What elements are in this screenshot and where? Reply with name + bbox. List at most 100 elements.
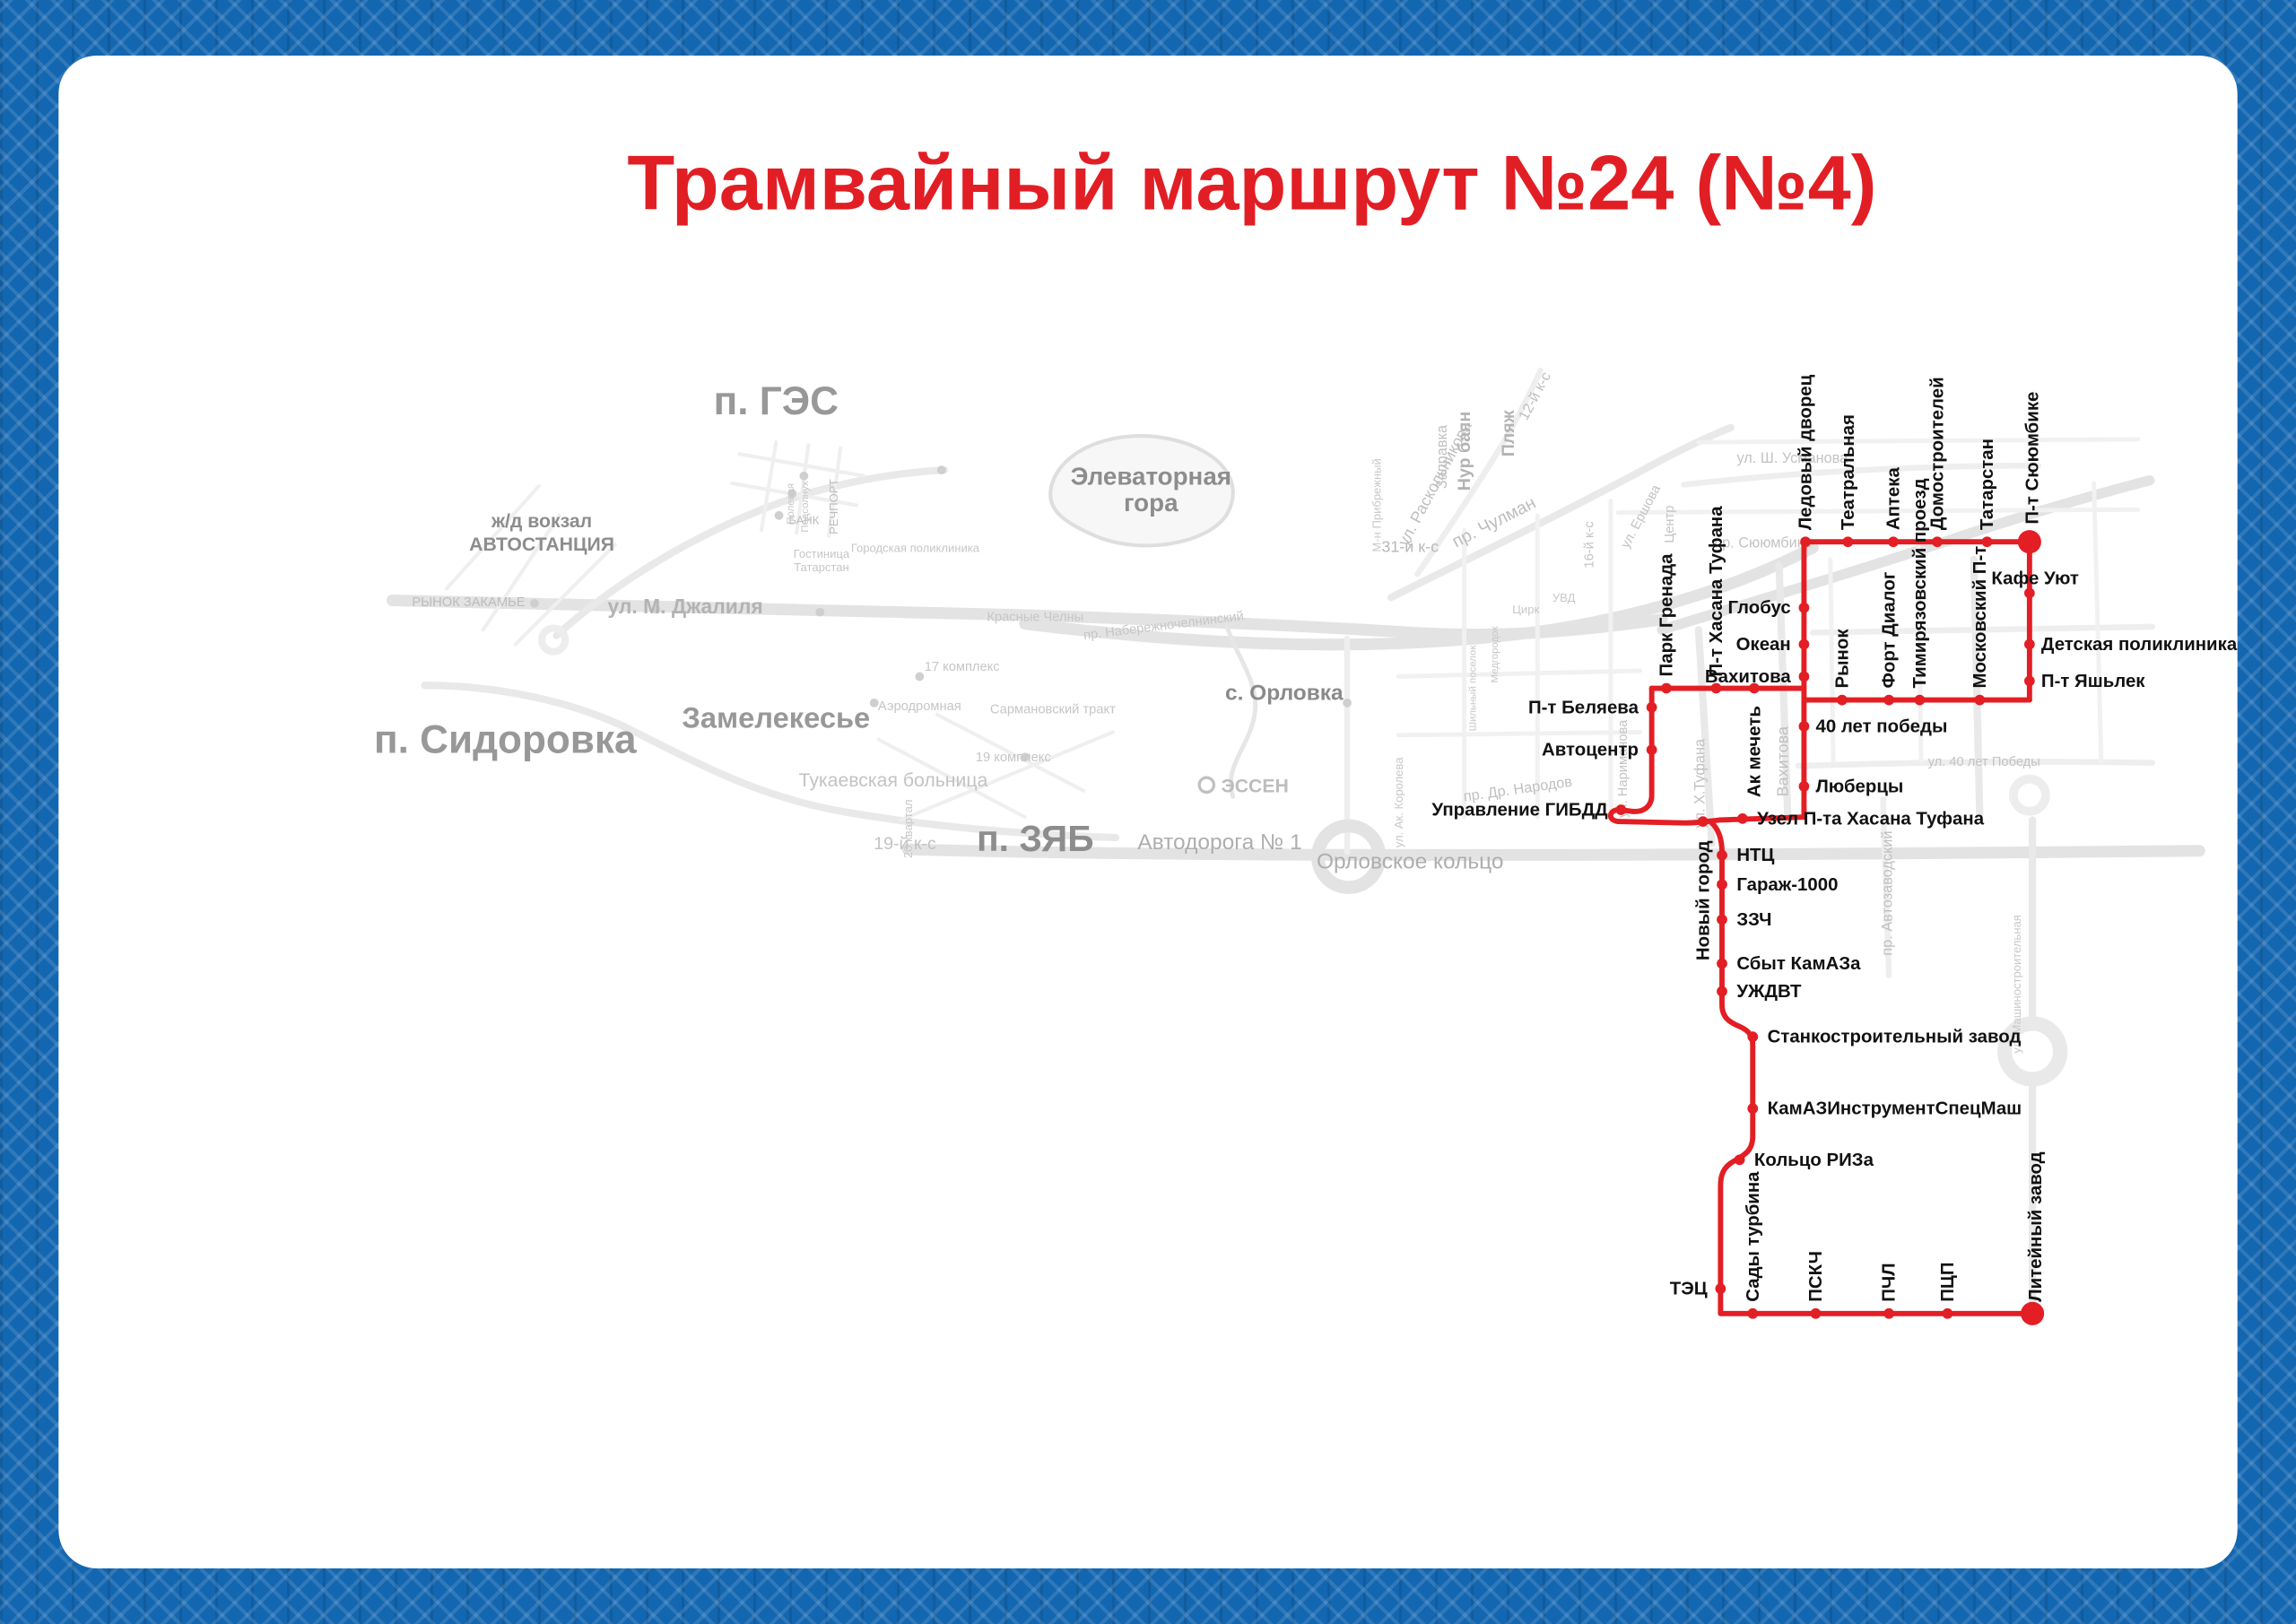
- stop-dot: [1717, 958, 1727, 969]
- area-label: ж/д вокзал: [491, 511, 592, 532]
- area-label: Красные Челны: [987, 610, 1083, 624]
- stop-label: Литейный завод: [2026, 1151, 2046, 1301]
- stop-label: Станкостроительный завод: [1768, 1028, 2022, 1047]
- area-label: Гостиница: [794, 547, 850, 560]
- stop-label: Сады турбина: [1744, 1171, 1763, 1302]
- terminus-dot: [2021, 1301, 2045, 1325]
- stop-dot: [1842, 536, 1854, 548]
- stop-dot: [1646, 701, 1657, 713]
- area-label: Элеваторная: [1071, 463, 1231, 491]
- area-label: 16-й к-с: [1582, 521, 1596, 568]
- area-label: ЭССЕН: [1222, 776, 1289, 796]
- stop-dot: [1942, 1307, 1953, 1319]
- area-label: 17 комплекс: [925, 660, 1000, 674]
- stop-label: П-т Беляева: [1528, 698, 1639, 717]
- stop-dot: [1717, 879, 1727, 890]
- stop-label: ЗЗЧ: [1736, 910, 1771, 930]
- area-label: ул. Ак. Королева: [1392, 757, 1405, 848]
- stop-dot: [1717, 914, 1727, 925]
- area-label: АВТОСТАНЦИЯ: [469, 534, 614, 555]
- stop-label: ПСКЧ: [1806, 1251, 1826, 1302]
- page-title: Трамвайный маршрут №24 (№4): [627, 141, 1876, 227]
- stop-dot: [1717, 986, 1727, 997]
- stop-dot: [1798, 671, 1810, 682]
- stop-dot: [1710, 682, 1722, 694]
- stop-label: Люберцы: [1815, 777, 1903, 796]
- stop-label: УЖДВТ: [1736, 982, 1802, 1002]
- area-label: ул. 40 лет Победы: [1928, 755, 2040, 769]
- area-label: 19 комплекс: [976, 751, 1051, 765]
- area-label: Цирк: [1512, 603, 1539, 616]
- stop-label: П-т Сююмбике: [2023, 392, 2043, 525]
- area-label: 31-й к-с: [1381, 538, 1439, 556]
- stop-dot: [1747, 1307, 1759, 1319]
- area-label: Аэродромная: [878, 699, 961, 714]
- area-label: УВД: [1552, 591, 1576, 604]
- stop-dot: [2023, 638, 2035, 650]
- stop-label: КамАЗИнструментСпецМаш: [1768, 1099, 2022, 1119]
- stop-label: Детская поликлиника: [2041, 635, 2238, 655]
- stop-label: Театральная: [1839, 414, 1858, 530]
- river-line: [1224, 624, 1258, 799]
- street-stop-dots: [530, 465, 1352, 762]
- stop-dot: [1883, 694, 1894, 706]
- area-label: Подсолнух: [800, 481, 811, 533]
- stop-label: Сбыт КамАЗа: [1736, 954, 1861, 974]
- stop-dot: [1615, 804, 1627, 815]
- map-card: [58, 56, 2238, 1568]
- area-label: ул. Нариманова: [1616, 719, 1631, 818]
- stop-dot: [1798, 602, 1810, 613]
- stop-label: ТЭЦ: [1670, 1280, 1708, 1299]
- stop-dot: [1914, 694, 1926, 706]
- stop-dot: [1837, 694, 1848, 706]
- area-label: Автодорога № 1: [1137, 830, 1301, 855]
- stop-label: Ак мечеть: [1744, 706, 1764, 797]
- stop-label: Домостроителей: [1928, 377, 1948, 530]
- area-label: Городская поликлиника: [851, 542, 980, 555]
- area-label: Вахитова: [1773, 726, 1791, 796]
- stop-dot: [1747, 1031, 1759, 1043]
- stop-label: Московский П-т: [1970, 546, 1990, 689]
- area-label: с. Орловка: [1225, 682, 1344, 706]
- stop-label: П-т Хасана Туфана: [1707, 506, 1726, 677]
- stop-dot: [1883, 1307, 1894, 1319]
- area-label: Замелекесье: [682, 701, 870, 734]
- area-label: Татарстан: [794, 560, 849, 574]
- stop-label: Тимирязовский проезд: [1910, 478, 1930, 688]
- stop-label: Вахитова: [1705, 667, 1791, 687]
- area-label: БАНК: [788, 514, 819, 527]
- stop-dot: [1798, 638, 1810, 650]
- area-label: ул. Х.Туфана: [1692, 738, 1708, 828]
- area-label: п. ГЭС: [714, 379, 839, 423]
- stop-label: Гараж-1000: [1736, 875, 1838, 895]
- stop-dot: [1661, 682, 1672, 694]
- stop-label: Океан: [1736, 635, 1791, 655]
- stop-dot: [1800, 536, 1811, 548]
- stop-label: Кафе Уют: [1991, 569, 2078, 589]
- stop-dot: [1798, 781, 1810, 792]
- area-label: пр. Сююмбике: [1714, 535, 1812, 551]
- stop-dot: [1734, 1154, 1745, 1166]
- stop-label: Форт Диалог: [1880, 572, 1900, 689]
- stop-label: Узел П-та Хасана Туфана: [1757, 809, 1985, 829]
- stop-dot: [1981, 536, 1993, 548]
- area-label: Полевая: [786, 483, 796, 525]
- area-label: Нур баян: [1455, 412, 1474, 491]
- stop-label: 40 лет победы: [1815, 716, 1947, 736]
- area-label: 19-й к-с: [874, 834, 936, 854]
- stop-label: Ледовый дворец: [1796, 374, 1816, 530]
- stop-label: ПЧЛ: [1880, 1263, 1900, 1301]
- stop-dot: [2023, 587, 2035, 599]
- stop-label: П-т Яшьлек: [2041, 672, 2145, 691]
- stop-dot: [1736, 812, 1748, 824]
- area-label: п. ЗЯБ: [977, 818, 1094, 859]
- area-label: Шильный поселок: [1468, 645, 1479, 732]
- stop-label: ПЦП: [1938, 1262, 1958, 1301]
- terminus-dot: [2017, 530, 2041, 554]
- area-label: РЫНОК ЗАКАМЬЕ: [412, 595, 525, 610]
- stop-dot: [1798, 721, 1810, 732]
- stop-label: Новый город: [1693, 840, 1713, 960]
